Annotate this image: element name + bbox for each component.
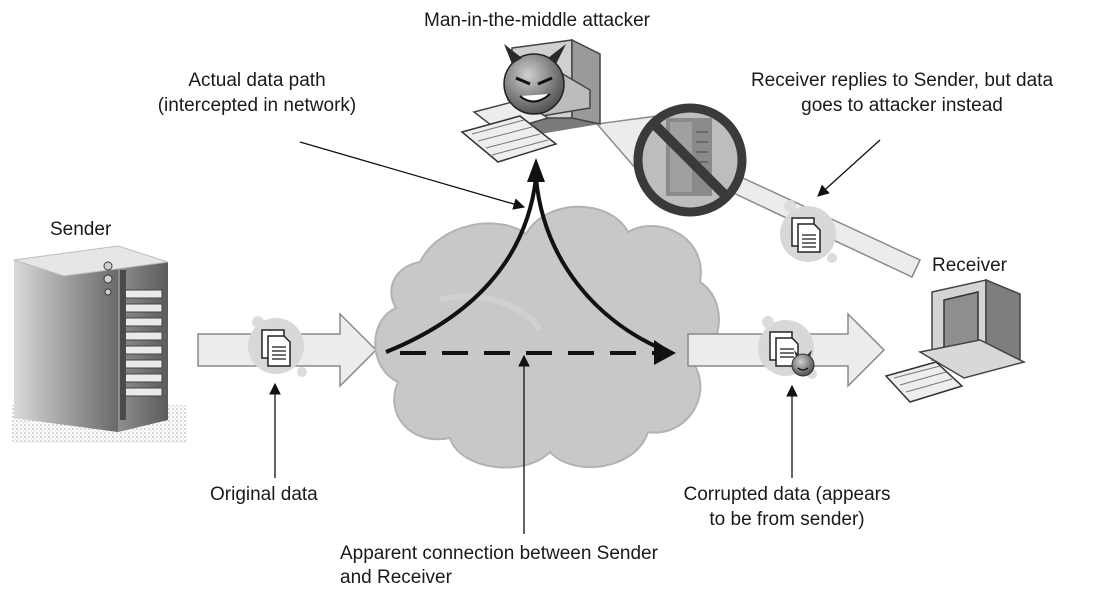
actual-path-label-line1: Actual data path <box>188 70 326 91</box>
original-data-document-icon <box>248 316 307 377</box>
corrupted-data-document-icon <box>758 316 817 379</box>
corrupted-data-label-line2: to be from sender) <box>709 509 865 530</box>
reply-label-line1: Receiver replies to Sender, but data <box>750 70 1054 91</box>
actual-path-label-line2: (intercepted in network) <box>157 95 357 116</box>
receiver-computer-icon <box>884 278 1027 403</box>
apparent-connection-label-line1: Apparent connection between Sender <box>340 543 658 564</box>
label-pointer-lines <box>269 139 881 534</box>
network-cloud-icon <box>374 205 720 469</box>
sender-server-icon <box>12 245 187 443</box>
receiver-label: Receiver <box>932 255 1007 276</box>
actual-data-path <box>385 158 672 362</box>
corrupted-data-label-line1: Corrupted data (appears <box>683 484 891 505</box>
sender-label: Sender <box>50 219 112 240</box>
blocked-server-no-entry-icon <box>633 103 747 217</box>
reply-document-icon <box>780 200 837 263</box>
attacker-computer-icon <box>460 38 601 163</box>
attacker-label: Man-in-the-middle attacker <box>424 10 650 31</box>
apparent-connection-label-line2: and Receiver <box>340 567 452 588</box>
reply-label-line2: goes to attacker instead <box>801 95 1003 116</box>
original-data-label: Original data <box>210 484 318 505</box>
